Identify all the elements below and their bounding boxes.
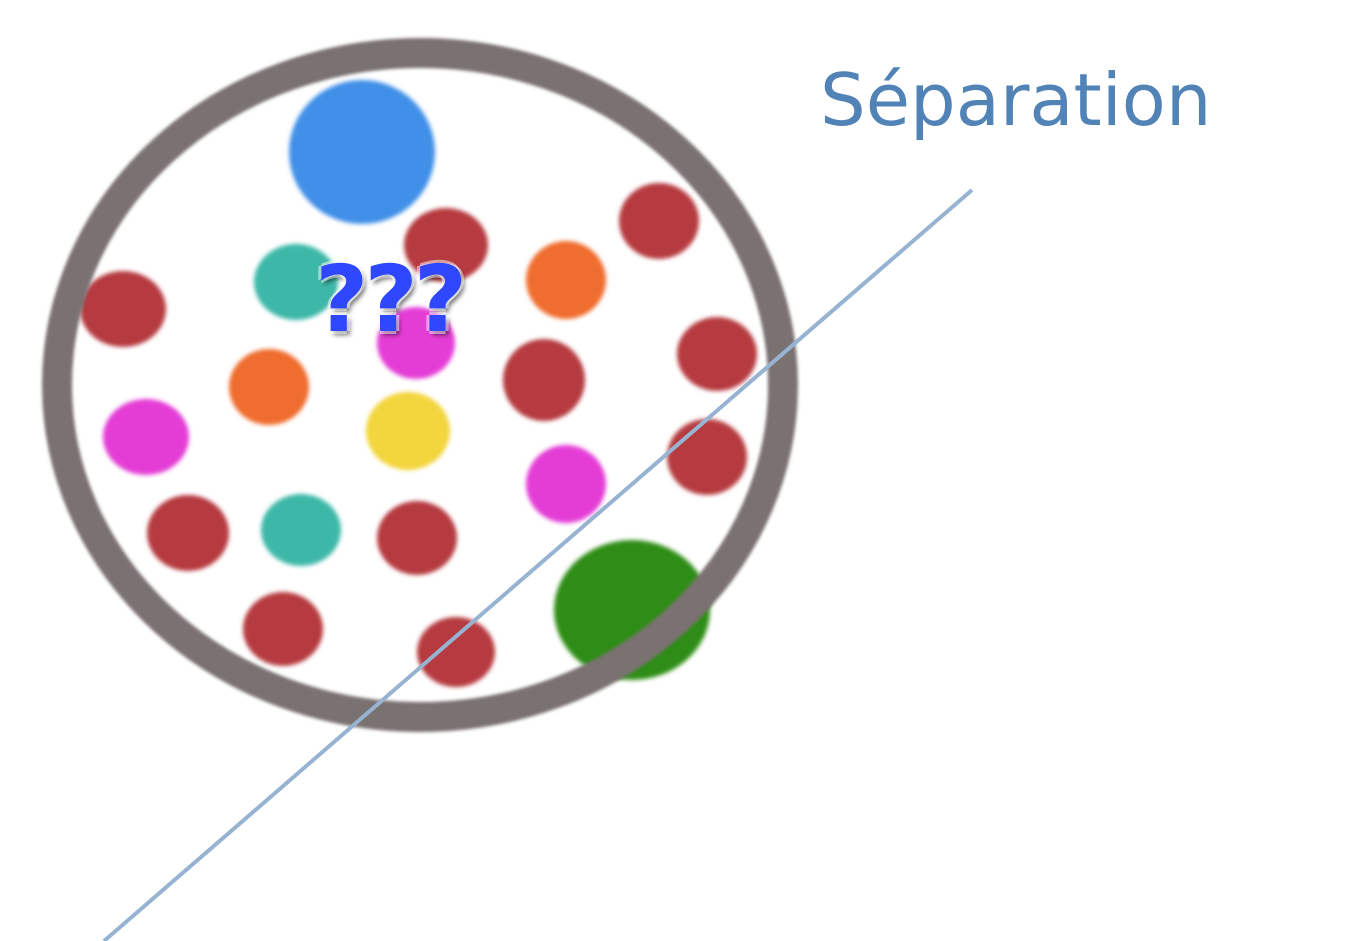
blue-dot xyxy=(289,80,435,224)
orange-dot xyxy=(526,241,606,319)
dots-group xyxy=(80,80,757,687)
red-dot xyxy=(147,495,229,571)
magenta-dot xyxy=(526,445,606,523)
red-dot xyxy=(677,317,757,391)
question-marks-label: ??? xyxy=(315,254,463,346)
red-dot xyxy=(667,419,747,495)
teal-dot xyxy=(261,494,341,566)
red-dot xyxy=(377,501,457,575)
orange-dot xyxy=(229,349,309,425)
magenta-dot xyxy=(103,399,189,475)
red-dot xyxy=(417,617,495,687)
red-dot xyxy=(619,183,699,259)
red-dot xyxy=(80,271,166,347)
red-dot xyxy=(243,592,323,666)
slide-title: Séparation xyxy=(820,64,1211,136)
yellow-dot xyxy=(366,392,450,470)
red-dot xyxy=(503,339,585,421)
